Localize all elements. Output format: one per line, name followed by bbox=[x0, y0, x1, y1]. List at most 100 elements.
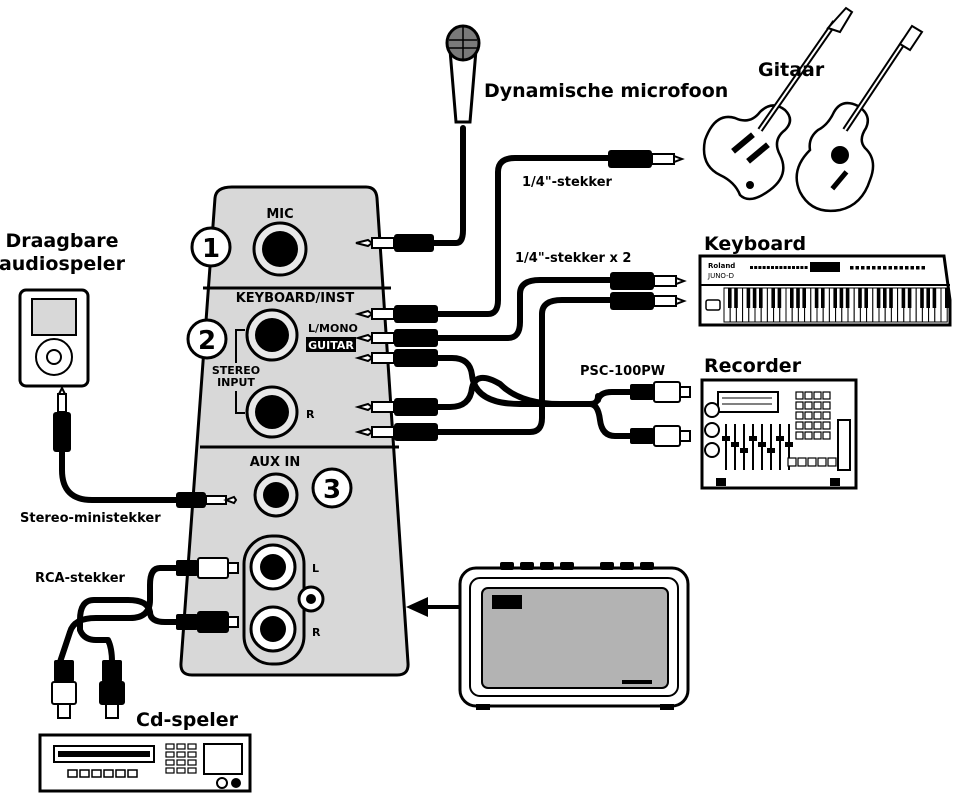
cd-button bbox=[115, 769, 126, 778]
recorder-button bbox=[804, 411, 813, 420]
black-key bbox=[901, 288, 906, 308]
acoustic-guitar bbox=[795, 24, 924, 213]
recorder-button bbox=[822, 421, 831, 430]
l-mono-label: L/MONO bbox=[308, 322, 358, 335]
guitar-plug bbox=[608, 150, 685, 168]
panel-body bbox=[179, 185, 410, 677]
plug-lmono-2 bbox=[354, 329, 438, 347]
cd-keypad-button bbox=[176, 751, 186, 758]
cd-keypad-button bbox=[176, 759, 186, 766]
cd-button bbox=[79, 769, 90, 778]
mic-cable bbox=[431, 125, 466, 246]
cd-player-device bbox=[38, 733, 252, 793]
panel-button bbox=[754, 266, 758, 269]
psc-label: PSC-100PW bbox=[580, 364, 665, 379]
number-2-badge bbox=[186, 318, 228, 360]
panel-button bbox=[899, 266, 903, 270]
number-1: 1 bbox=[202, 234, 220, 264]
black-key bbox=[734, 288, 738, 308]
cd-button bbox=[127, 769, 138, 778]
guitars bbox=[702, 6, 924, 213]
quarter-plug-label: 1/4"-stekker bbox=[522, 175, 613, 190]
recorder-button bbox=[795, 431, 804, 440]
aux-cable bbox=[59, 449, 181, 503]
panel-button bbox=[758, 266, 762, 269]
recorder-button bbox=[804, 421, 813, 430]
black-key bbox=[771, 288, 775, 308]
keyboard-inst-label: KEYBOARD/INST bbox=[236, 291, 355, 306]
recorder-faders bbox=[722, 424, 793, 470]
rca-plug-l bbox=[176, 557, 239, 579]
guitar-cable bbox=[435, 155, 613, 317]
guitar-badge-label: GUITAR bbox=[308, 339, 354, 352]
recorder-device bbox=[700, 378, 858, 490]
panel-button bbox=[762, 266, 766, 269]
panel-button bbox=[766, 266, 770, 269]
black-key bbox=[752, 288, 757, 308]
black-key bbox=[777, 288, 782, 308]
keyboard-cable-2 bbox=[435, 297, 615, 435]
panel-button bbox=[796, 266, 800, 269]
amp-knob bbox=[540, 562, 554, 570]
panel-button bbox=[894, 266, 898, 270]
recorder-label: Recorder bbox=[704, 355, 802, 377]
keyboard-label: Keyboard bbox=[704, 233, 806, 255]
recorder-cable-2 bbox=[435, 375, 635, 439]
keyboard-plugs bbox=[610, 272, 687, 310]
fader-cap bbox=[776, 436, 784, 441]
black-key bbox=[920, 288, 924, 308]
microphone bbox=[445, 24, 481, 124]
player-mini-plug bbox=[53, 385, 71, 452]
keyboard-keys bbox=[723, 287, 949, 323]
cables bbox=[57, 125, 635, 665]
cd-keypad-button bbox=[187, 751, 197, 758]
transport-button bbox=[807, 457, 817, 467]
cd-player-label: Cd-speler bbox=[136, 709, 239, 731]
recorder-button bbox=[804, 391, 813, 400]
panel-button bbox=[783, 266, 787, 269]
black-key bbox=[839, 288, 844, 308]
cd-rca-plugs bbox=[51, 660, 125, 719]
recorder-button bbox=[795, 391, 804, 400]
black-key bbox=[728, 288, 732, 308]
keyboard-device: Roland JUNO-D bbox=[698, 254, 952, 327]
black-key bbox=[821, 288, 825, 308]
panel-button bbox=[910, 266, 914, 270]
r-label: R bbox=[306, 408, 315, 421]
panel-button bbox=[877, 266, 881, 270]
amp-knob bbox=[600, 562, 614, 570]
keyboard-model: JUNO-D bbox=[707, 272, 734, 280]
recorder-button bbox=[822, 401, 831, 410]
panel-button bbox=[855, 266, 859, 270]
panel-button bbox=[921, 266, 925, 270]
plug-lmono-3 bbox=[354, 349, 438, 367]
recorder-button bbox=[795, 411, 804, 420]
guitar-label: Gitaar bbox=[758, 59, 825, 81]
panel-button bbox=[804, 266, 808, 269]
stereo-label-bg bbox=[214, 363, 258, 391]
rca-ground-dot bbox=[306, 594, 316, 604]
keyboard-buttons bbox=[750, 266, 925, 270]
cd-keypad-button bbox=[176, 743, 186, 750]
transport-button bbox=[787, 457, 797, 467]
mic-label: MIC bbox=[266, 207, 293, 222]
panel-button bbox=[787, 266, 791, 269]
guitar-badge bbox=[306, 337, 356, 352]
black-key bbox=[802, 288, 806, 308]
black-key bbox=[926, 288, 930, 308]
rca-r-label: R bbox=[312, 626, 321, 639]
amp-knob bbox=[500, 562, 514, 570]
rca-r-hole bbox=[260, 616, 286, 642]
portable-audio-player bbox=[18, 288, 90, 388]
panel-button bbox=[750, 266, 753, 269]
recorder-button bbox=[804, 401, 813, 410]
portable-player-label-2: audiospeler bbox=[0, 253, 126, 275]
panel-button bbox=[866, 266, 870, 270]
transport-button bbox=[827, 457, 837, 467]
mic-plug bbox=[355, 234, 434, 252]
black-key bbox=[845, 288, 850, 308]
black-key bbox=[945, 288, 949, 308]
black-key bbox=[907, 288, 912, 308]
fader-cap bbox=[758, 442, 766, 447]
black-key bbox=[746, 288, 751, 308]
